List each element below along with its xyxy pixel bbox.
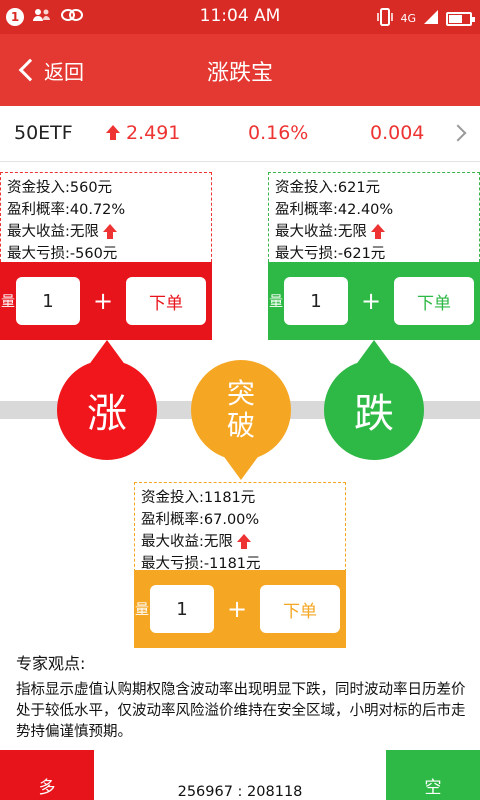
breakout-win-rate: 盈利概率:67.00% — [141, 512, 260, 528]
status-left: 1 — [6, 7, 84, 27]
underlying-code: 50ETF — [14, 122, 73, 144]
breakout-bubble-tail — [222, 454, 260, 480]
down-max-gain: 最大收益:无限 — [275, 224, 367, 240]
up-bubble[interactable]: 涨 — [57, 360, 157, 460]
breakout-order-strip: 量 1 + 下单 — [134, 570, 346, 648]
contacts-icon — [32, 7, 52, 27]
up-plan-info: 资金投入:560元 盈利概率:40.72% 最大收益:无限 最大亏损:-560元 — [0, 172, 212, 262]
breakout-max-gain-line: 最大收益:无限 — [141, 531, 339, 553]
breakout-invest: 资金投入:1181元 — [141, 490, 256, 506]
title-bar: 返回 涨跌宝 — [0, 34, 480, 106]
short-button[interactable]: 空 — [386, 750, 480, 800]
breakout-max-gain: 最大收益:无限 — [141, 534, 233, 550]
down-invest: 资金投入:621元 — [275, 180, 381, 196]
back-label: 返回 — [44, 59, 84, 84]
up-plus-button[interactable]: + — [92, 287, 114, 315]
up-arrow-icon — [370, 224, 385, 240]
up-invest: 资金投入:560元 — [7, 180, 113, 196]
change-value: 0.004 — [370, 122, 425, 144]
down-win-rate: 盈利概率:42.40% — [275, 202, 394, 218]
price-value: 2.491 — [126, 122, 181, 144]
chevron-right-icon — [449, 124, 467, 142]
signal-icon — [423, 9, 439, 28]
up-arrow-icon — [102, 224, 117, 240]
link-icon — [60, 7, 84, 27]
page-title: 涨跌宝 — [206, 61, 273, 86]
breakout-quantity-input[interactable]: 1 — [150, 585, 214, 633]
qty-label: 量 — [1, 294, 15, 310]
breakout-plus-button[interactable]: + — [226, 595, 248, 623]
vibrate-icon — [377, 8, 394, 29]
underlying-price: 2.491 — [106, 122, 180, 144]
up-arrow-icon — [106, 125, 120, 141]
status-right: 4G — [377, 8, 475, 29]
breakout-plan-info: 资金投入:1181元 盈利概率:67.00% 最大收益:无限 最大亏损:-118… — [134, 482, 346, 572]
back-button[interactable]: 返回 — [16, 54, 84, 86]
down-bubble[interactable]: 跌 — [324, 360, 424, 460]
qty-label: 量 — [135, 602, 149, 618]
network-type: 4G — [400, 12, 416, 25]
breakout-bubble[interactable]: 突 破 — [191, 360, 291, 460]
expert-text: 指标显示虚值认购期权隐含波动率出现明显下跌，同时波动率日历差价处于较低水平，仅波… — [16, 682, 466, 740]
up-order-button[interactable]: 下单 — [126, 277, 206, 325]
breakout-order-button[interactable]: 下单 — [260, 585, 340, 633]
up-max-loss: 最大亏损:-560元 — [7, 246, 118, 262]
quote-row[interactable]: 50ETF 2.491 0.16% 0.004 — [0, 106, 480, 162]
up-max-gain-line: 最大收益:无限 — [7, 221, 205, 243]
breakout-bubble-line2: 破 — [226, 409, 255, 442]
qty-label: 量 — [269, 294, 283, 310]
down-order-button[interactable]: 下单 — [394, 277, 474, 325]
up-win-rate: 盈利概率:40.72% — [7, 202, 126, 218]
battery-icon — [446, 11, 475, 26]
up-max-gain: 最大收益:无限 — [7, 224, 99, 240]
down-plan-info: 资金投入:621元 盈利概率:42.40% 最大收益:无限 最大亏损:-621元 — [268, 172, 480, 262]
expert-title: 专家观点: — [16, 654, 86, 673]
down-max-loss: 最大亏损:-621元 — [275, 246, 386, 262]
down-order-strip: 量 1 + 下单 — [268, 262, 480, 340]
change-percent: 0.16% — [248, 122, 309, 144]
bottom-bar: 多 256967 : 208118 空 — [0, 750, 480, 800]
long-button[interactable]: 多 — [0, 750, 94, 800]
up-order-strip: 量 1 + 下单 — [0, 262, 212, 340]
up-arrow-icon — [236, 534, 251, 550]
status-time: 11:04 AM — [199, 6, 281, 26]
notification-badge: 1 — [6, 8, 24, 26]
down-max-gain-line: 最大收益:无限 — [275, 221, 473, 243]
breakout-max-loss: 最大亏损:-1181元 — [141, 556, 261, 572]
breakout-bubble-line1: 突 — [226, 377, 255, 410]
status-bar: 1 11:04 AM 4G — [0, 0, 480, 34]
long-short-ratio: 256967 : 208118 — [177, 784, 303, 800]
down-plus-button[interactable]: + — [360, 287, 382, 315]
down-quantity-input[interactable]: 1 — [284, 277, 348, 325]
up-quantity-input[interactable]: 1 — [16, 277, 80, 325]
